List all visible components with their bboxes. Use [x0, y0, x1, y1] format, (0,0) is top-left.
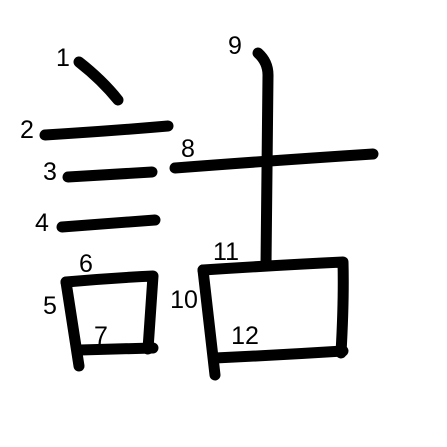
stroke-1 [73, 56, 124, 106]
stroke-number-5: 5 [43, 292, 57, 320]
stroke-number-7: 7 [94, 322, 108, 350]
stroke-8 [169, 148, 379, 174]
stroke-number-12: 12 [231, 322, 259, 350]
stroke-number-11: 11 [213, 238, 239, 266]
stroke-number-4: 4 [35, 209, 49, 237]
stroke-3 [62, 166, 158, 183]
stroke-4 [56, 214, 161, 233]
stroke-number-3: 3 [43, 158, 57, 186]
stroke-number-2: 2 [20, 116, 34, 144]
stroke-11 [197, 256, 349, 359]
stroke-12 [209, 345, 349, 364]
stroke-9 [252, 47, 274, 271]
stroke-number-9: 9 [228, 32, 242, 60]
stroke-number-8: 8 [181, 135, 195, 163]
stroke-7 [74, 342, 159, 356]
stroke-number-10: 10 [170, 286, 198, 314]
stroke-number-1: 1 [56, 44, 70, 72]
stroke-6 [60, 270, 159, 355]
stroke-2 [39, 120, 174, 141]
stroke-number-6: 6 [79, 250, 93, 278]
